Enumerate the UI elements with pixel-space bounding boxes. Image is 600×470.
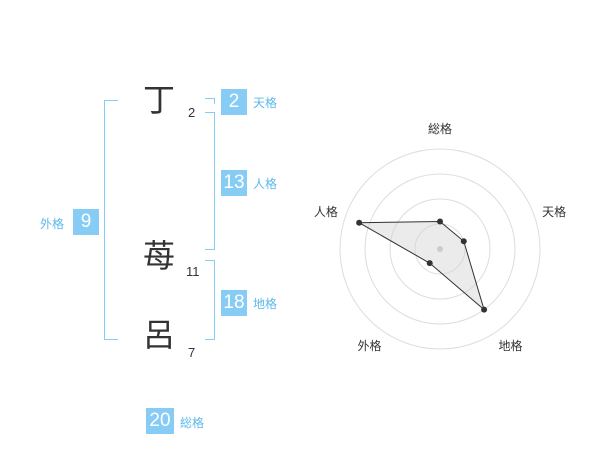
radar-ring-2 <box>389 198 491 300</box>
radar-axis-label-1: 総格 <box>428 121 452 136</box>
chikaku-label: 地格 <box>253 297 278 311</box>
radar-ring-3 <box>364 173 516 325</box>
radar-point-4 <box>426 260 433 267</box>
soukaku-value: 20 <box>146 408 174 434</box>
jinkaku-label: 人格 <box>253 177 278 191</box>
jinkaku-value: 13 <box>221 170 247 196</box>
gaikaku-value: 9 <box>73 209 99 235</box>
stroke-count-3: 7 <box>188 345 196 360</box>
radar-ring-4 <box>339 148 541 350</box>
gaikaku-bracket <box>104 100 118 340</box>
radar-center-dot <box>437 246 443 252</box>
chikaku-bracket <box>205 260 215 340</box>
gaikaku-label: 外格 <box>40 217 65 231</box>
radar-point-1 <box>437 218 443 225</box>
name-char-2: 苺 <box>143 237 176 275</box>
soukaku-label: 総格 <box>180 416 205 430</box>
radar-axis-label-4: 外格 <box>357 338 381 353</box>
tenkaku-label: 天格 <box>253 96 278 110</box>
tenkaku-value: 2 <box>221 89 247 115</box>
name-char-1: 丁 <box>143 81 176 119</box>
radar-point-5 <box>356 219 363 226</box>
tenkaku-bracket <box>205 98 215 104</box>
radar-point-2 <box>460 238 467 245</box>
radar-point-3 <box>481 306 488 313</box>
stroke-count-2: 11 <box>186 264 200 279</box>
name-char-3: 呂 <box>143 316 176 354</box>
radar-axis-label-3: 地格 <box>499 338 523 353</box>
radar-axis-label-2: 天格 <box>542 204 566 219</box>
chikaku-value: 18 <box>221 290 247 316</box>
radar-axis-label-5: 人格 <box>314 204 338 219</box>
jinkaku-bracket <box>205 112 215 250</box>
radar-area <box>357 220 486 312</box>
stroke-count-1: 2 <box>188 105 196 120</box>
